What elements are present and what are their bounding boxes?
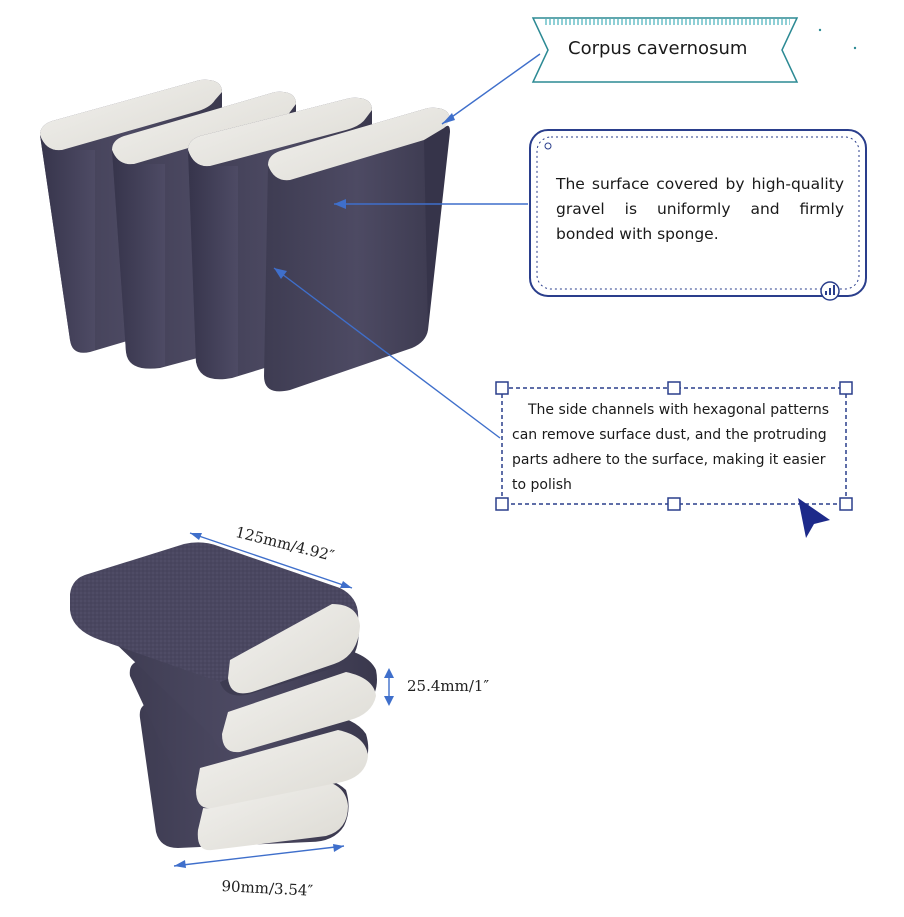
resize-handle-bottom-right bbox=[839, 497, 853, 511]
dimension-arrows bbox=[173, 532, 394, 868]
resize-handle-bottom-left bbox=[495, 497, 509, 511]
ribbon-banner bbox=[531, 17, 857, 83]
sponge-block-4 bbox=[264, 107, 450, 392]
surface-callout-text: The surface covered by high-quality grav… bbox=[556, 175, 844, 243]
resize-handle-bottom-center bbox=[667, 497, 681, 511]
depth-arrow bbox=[173, 845, 345, 867]
stacked-sponge-group bbox=[70, 542, 377, 851]
banner-label: Corpus cavernosum bbox=[568, 38, 748, 59]
stack-block-1 bbox=[70, 542, 360, 696]
resize-handle-top-left bbox=[495, 381, 509, 395]
chart-icon bbox=[820, 281, 840, 301]
selection-frame[interactable] bbox=[495, 381, 853, 538]
arrow-to-block-top bbox=[441, 53, 541, 125]
resize-handle-top-center bbox=[667, 381, 681, 395]
resize-handle-top-right bbox=[839, 381, 853, 395]
arrow-to-block-side bbox=[273, 267, 501, 439]
width-arrow bbox=[189, 532, 353, 589]
surface-callout-frame bbox=[529, 129, 867, 301]
side-callout-text[interactable]: The side channels with hexagonal pattern… bbox=[512, 402, 829, 493]
height-dimension-label: 25.4mm/1″ bbox=[407, 677, 490, 695]
annotation-arrows bbox=[273, 53, 541, 439]
arrow-cursor-icon bbox=[798, 498, 830, 538]
upright-sponge-group bbox=[40, 79, 450, 392]
